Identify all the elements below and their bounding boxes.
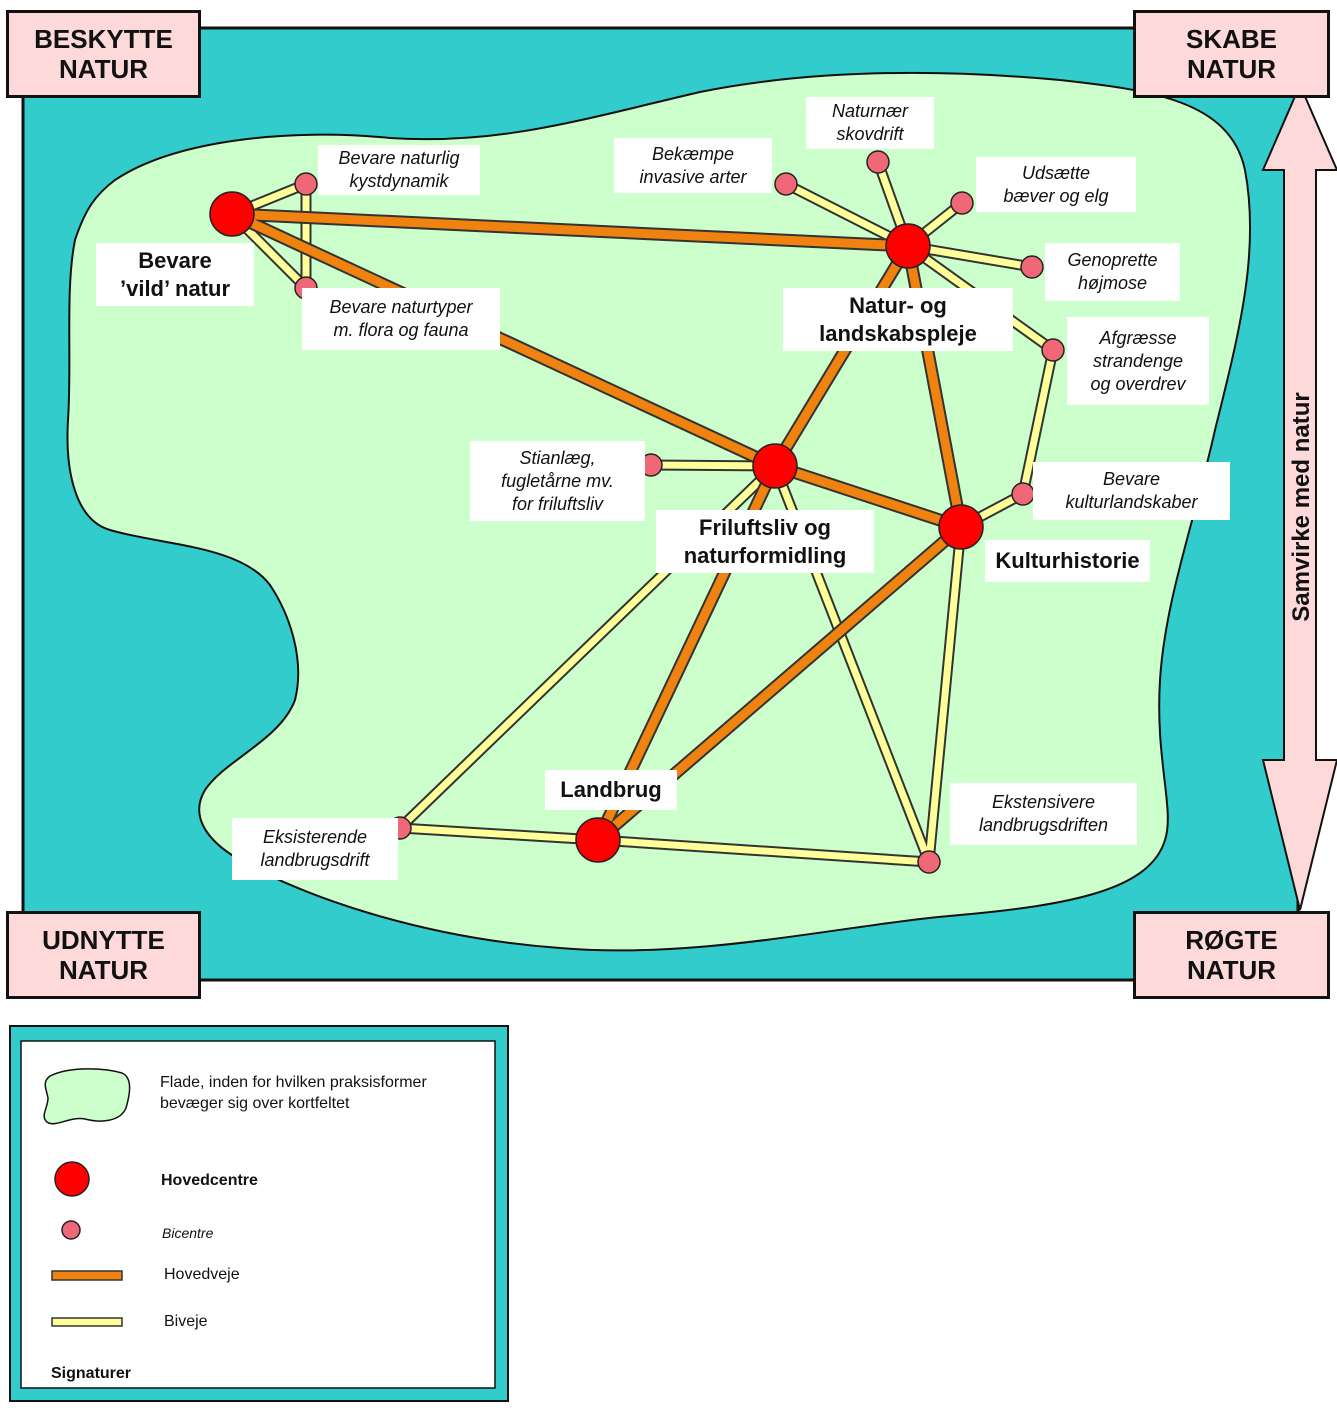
label-kystdynamik: Bevare naturlig kystdynamik xyxy=(318,145,480,195)
label-line: Naturnær xyxy=(831,101,909,121)
label-line: Bekæmpe xyxy=(651,143,735,164)
label-afgraesse: Afgræsse strandenge og overdrev xyxy=(1067,317,1209,405)
label-landbrug: Landbrug xyxy=(545,770,677,810)
label-line: Kulturhistorie xyxy=(995,548,1140,573)
label-kulturlandskaber: Bevare kulturlandskaber xyxy=(1033,462,1230,520)
corner-skabe-natur: SKABE NATUR xyxy=(1133,10,1330,98)
main-centre-landbrug xyxy=(575,817,621,863)
corner-line: SKABE xyxy=(1185,24,1277,54)
label-skovdrift: Naturnær skovdrift xyxy=(806,97,934,149)
label-line: Landbrug xyxy=(560,777,662,802)
label-baever: Udsætte bæver og elg xyxy=(976,157,1136,212)
legend-hovedcentre-label: Hovedcentre xyxy=(161,1172,258,1189)
sub-centre-afgraesse xyxy=(1041,338,1065,362)
label-hoejmose: Genoprette højmose xyxy=(1045,243,1180,301)
label-line: Ekstensivere xyxy=(991,792,1096,812)
samvirke-arrow xyxy=(1261,82,1337,911)
main-centre-kulturhistorie xyxy=(938,504,984,550)
label-eksisterende: Eksisterende landbrugsdrift xyxy=(232,818,398,880)
legend-title: Signaturer xyxy=(51,1365,132,1382)
label-line: højmose xyxy=(1077,273,1148,293)
label-line: Friluftsliv og xyxy=(699,514,831,540)
label-line: fugletårne mv. xyxy=(501,470,614,491)
label-invasive: Bekæmpe invasive arter xyxy=(614,138,772,193)
label-kulturhistorie: Kulturhistorie xyxy=(985,540,1150,582)
sub-centre-invasive xyxy=(774,172,798,196)
label-line: landbrugsdrift xyxy=(260,850,370,870)
sub-centre-hoejmose xyxy=(1020,255,1044,279)
legend-side-road-swatch xyxy=(51,1317,123,1327)
label-line: Genoprette xyxy=(1067,250,1158,270)
legend-line: bevæger sig over kortfeltet xyxy=(160,1095,350,1112)
label-line: strandenge xyxy=(1092,350,1184,371)
legend-sub-centre-swatch xyxy=(61,1220,81,1240)
label-naturtyper: Bevare naturtyper m. flora og fauna xyxy=(302,288,500,350)
legend-hovedveje-label: Hovedveje xyxy=(164,1266,240,1283)
corner-line: UDNYTTE xyxy=(42,925,165,955)
main-centre-friluftsliv xyxy=(752,443,798,489)
label-line: kystdynamik xyxy=(349,171,449,191)
corner-line: NATUR xyxy=(58,955,149,985)
label-line: landbrugsdriften xyxy=(978,815,1109,835)
legend-bicentre-label: Bicentre xyxy=(162,1225,214,1241)
legend-main-road-swatch xyxy=(51,1270,123,1281)
legend-main-centre-swatch xyxy=(54,1161,90,1197)
label-ekstensivere: Ekstensivere landbrugsdriften xyxy=(950,783,1137,845)
label-bevare-vild: Bevare ’vild’ natur xyxy=(96,243,254,306)
label-line: kulturlandskaber xyxy=(1065,492,1198,512)
label-line: skovdrift xyxy=(836,124,904,144)
label-line: landskabspleje xyxy=(819,320,977,346)
label-line: Eksisterende xyxy=(262,827,368,847)
sub-centre-ekstensivere xyxy=(917,850,941,874)
sub-centre-kulturlandskaber xyxy=(1011,482,1035,506)
legend-line: Flade, inden for hvilken praksisformer xyxy=(160,1074,427,1091)
label-line: m. flora og fauna xyxy=(333,320,469,340)
corner-roegte-natur: RØGTE NATUR xyxy=(1133,911,1330,999)
sub-centre-kystdynamik xyxy=(294,172,318,196)
legend-area-swatch xyxy=(43,1068,131,1125)
label-line: Udsætte xyxy=(1021,162,1091,183)
corner-line: RØGTE xyxy=(1185,925,1278,955)
label-line: Afgræsse xyxy=(1099,327,1177,348)
label-line: Bevare naturlig xyxy=(338,148,460,168)
corner-beskytte-natur: BESKYTTE NATUR xyxy=(6,10,201,98)
label-line: for friluftsliv xyxy=(511,493,603,514)
corner-udnytte-natur: UDNYTTE NATUR xyxy=(6,911,201,999)
sub-centre-skovdrift xyxy=(866,150,890,174)
label-line: Bevare xyxy=(138,247,212,273)
label-line: Stianlæg, xyxy=(519,447,596,468)
sub-centre-baever xyxy=(950,191,974,215)
corner-line: BESKYTTE xyxy=(34,24,173,54)
samvirke-label: Samvirke med natur xyxy=(1288,392,1315,621)
label-line: ’vild’ natur xyxy=(119,275,231,301)
label-line: Bevare xyxy=(1102,469,1161,489)
corner-line: NATUR xyxy=(1186,955,1277,985)
label-natur-pleje: Natur- og landskabspleje xyxy=(783,288,1013,351)
label-line: Natur- og xyxy=(849,292,947,318)
main-centre-natur-pleje xyxy=(885,223,931,269)
label-line: Bevare naturtyper xyxy=(329,297,473,317)
label-line: bæver og elg xyxy=(1003,185,1109,206)
legend-area-label: Flade, inden for hvilken praksisformer b… xyxy=(160,1072,427,1114)
label-friluftsliv: Friluftsliv og naturformidling xyxy=(656,510,874,573)
legend-biveje-label: Biveje xyxy=(164,1313,208,1330)
corner-line: NATUR xyxy=(58,54,149,84)
label-line: invasive arter xyxy=(639,166,747,187)
label-line: naturformidling xyxy=(683,542,847,568)
main-centre-bevare-vild xyxy=(209,191,255,237)
label-stianlaeg: Stianlæg, fugletårne mv. for friluftsliv xyxy=(470,441,645,521)
label-line: og overdrev xyxy=(1090,373,1186,394)
corner-line: NATUR xyxy=(1186,54,1277,84)
